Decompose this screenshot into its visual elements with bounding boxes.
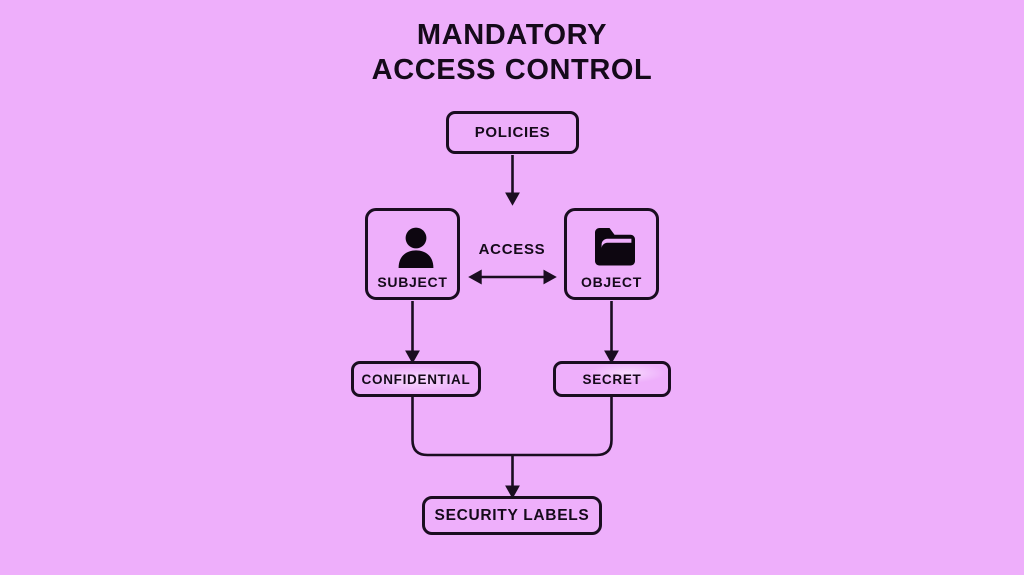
merge-bus-left	[411, 397, 513, 457]
node-object[interactable]: OBJECT	[564, 208, 659, 300]
title-line-2: ACCESS CONTROL	[371, 54, 653, 86]
node-policies[interactable]: POLICIES	[446, 111, 579, 154]
node-policies-label: POLICIES	[474, 124, 551, 141]
page-title: MANDATORY ACCESS CONTROL	[0, 18, 1024, 88]
node-security-labels-label: SECURITY LABELS	[434, 506, 590, 524]
node-security-labels[interactable]: SECURITY LABELS	[422, 496, 602, 535]
merge-bus-right	[512, 397, 613, 457]
person-icon	[368, 223, 463, 271]
node-secret[interactable]: SECRET	[553, 361, 671, 397]
title-line-1: MANDATORY	[416, 19, 608, 51]
node-confidential[interactable]: CONFIDENTIAL	[351, 361, 481, 397]
node-object-label: OBJECT	[581, 274, 642, 290]
node-secret-label: SECRET	[582, 371, 642, 387]
node-subject[interactable]: SUBJECT	[365, 208, 460, 300]
node-confidential-label: CONFIDENTIAL	[361, 371, 471, 387]
node-subject-label: SUBJECT	[377, 274, 448, 290]
folder-icon	[567, 223, 662, 271]
access-label: ACCESS	[478, 241, 546, 258]
